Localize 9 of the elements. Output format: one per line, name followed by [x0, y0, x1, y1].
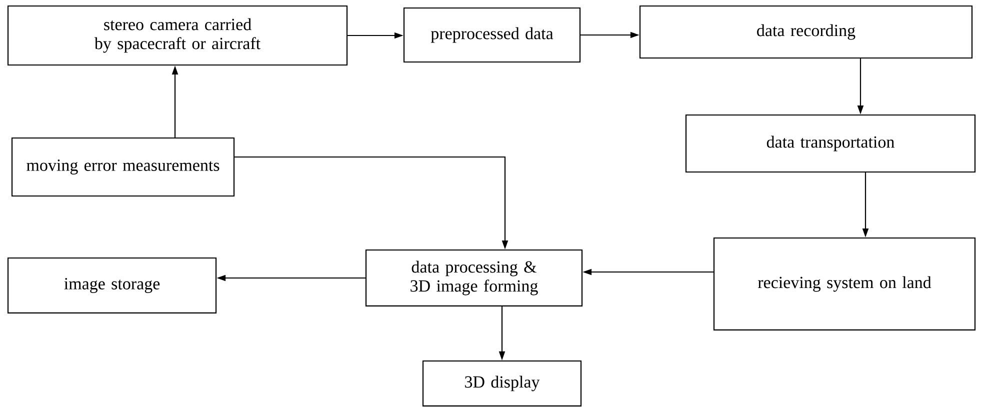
process-box: data transportation: [685, 114, 976, 173]
process-box: recieving system on land: [713, 237, 976, 331]
process-box: data recording: [639, 5, 973, 59]
process-box: data processing & 3D image forming: [365, 249, 583, 307]
process-box: preprocessed data: [403, 7, 581, 63]
process-box: moving error measurements: [11, 137, 235, 197]
process-box: 3D display: [422, 360, 582, 407]
process-box: image storage: [7, 257, 217, 314]
process-box: stereo camera carried by spacecraft or aircraft: [7, 5, 348, 66]
